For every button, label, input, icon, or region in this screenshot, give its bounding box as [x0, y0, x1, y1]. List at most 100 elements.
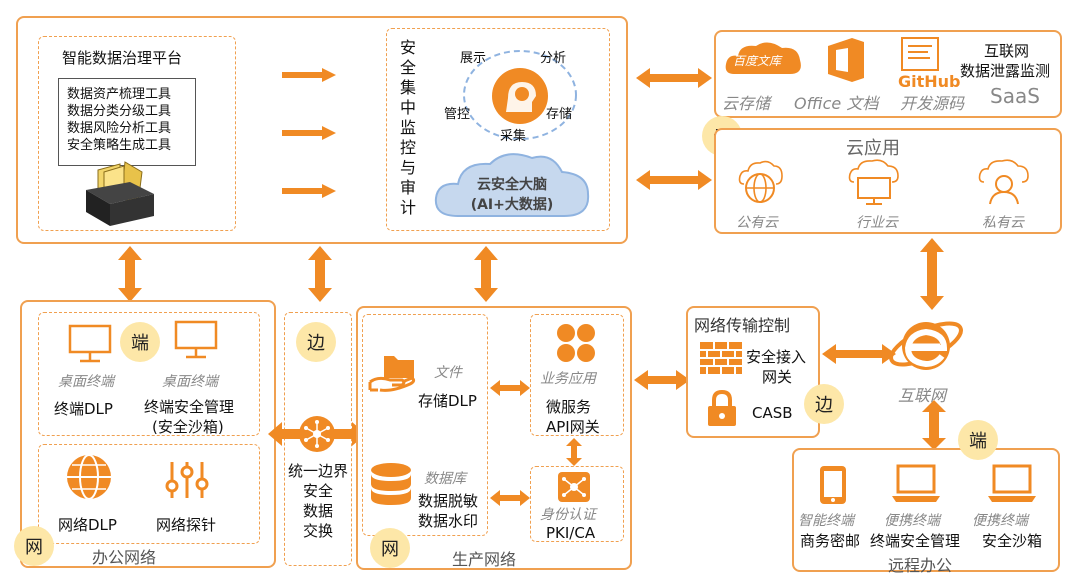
edge-line: 安全	[302, 482, 333, 500]
remote-device-name: 安全沙箱	[982, 532, 1043, 550]
github-doc-icon	[901, 37, 939, 71]
casb: CASB	[752, 404, 793, 422]
flow-arrow-vertical	[922, 400, 946, 450]
flow-arrow-right	[282, 126, 336, 140]
pki-ca: PKI/CA	[546, 524, 596, 542]
flow-arrow-vertical	[566, 438, 582, 466]
desktop-icon	[174, 320, 218, 359]
secure-access: 安全接入	[746, 348, 807, 366]
edge-line: 数据	[302, 502, 333, 520]
tool-item: 数据分类分级工具	[67, 104, 172, 119]
leak-monitor-line2: 数据泄露监测	[960, 62, 1051, 80]
flow-arrow-vertical	[118, 246, 142, 302]
endpoint-panel	[38, 312, 260, 436]
flow-arrow-right	[282, 184, 336, 198]
remote-endpoint-badge: 端	[958, 420, 998, 460]
saas-label: Office 文档	[794, 94, 879, 113]
tool-item: 数据风险分析工具	[67, 121, 172, 136]
endpoint-badge: 端	[120, 322, 160, 362]
monitor-icon	[848, 159, 899, 205]
tools-list	[58, 78, 196, 166]
remote-device-label: 智能终端	[798, 513, 854, 529]
database-icon	[371, 463, 411, 505]
file-label: 文件	[434, 365, 462, 381]
desktop-icon	[68, 324, 112, 363]
monitor-panel	[386, 28, 610, 231]
saas-label: 云存储	[722, 94, 771, 113]
edge-line: 交换	[302, 522, 333, 540]
apps-grid-icon	[557, 324, 595, 362]
baidu-wenku-text: 百度文库	[733, 54, 782, 68]
saas-label: 开发源码	[900, 94, 965, 113]
hub-icon	[268, 416, 366, 452]
flow-arrow-both	[636, 68, 712, 88]
biz-app-panel	[530, 314, 624, 436]
cycle-ring	[463, 50, 577, 140]
cycle-analyze: 分析	[540, 51, 567, 66]
cloud-app-label: 公有云	[736, 215, 778, 231]
remote-office-title: 远程办公	[888, 556, 953, 575]
flow-arrow-both	[490, 490, 530, 506]
desktop-label: 桌面终端	[162, 374, 218, 390]
transport-edge-badge: 边	[804, 384, 844, 424]
laptop-icon	[988, 464, 1036, 502]
microservice: 微服务	[546, 398, 592, 416]
brain-title: 云安全大脑	[477, 177, 547, 193]
baidu-wenku-logo	[725, 42, 801, 74]
cloud-apps-title: 云应用	[846, 138, 900, 159]
flow-arrow-right	[282, 68, 336, 82]
auth-label: 身份认证	[540, 507, 596, 523]
globe-icon	[738, 160, 783, 203]
platform-panel	[38, 36, 236, 231]
office-net-badge: 网	[14, 526, 54, 566]
laptop-icon	[892, 464, 940, 502]
cycle-store: 存储	[546, 107, 573, 122]
flow-arrow-vertical	[920, 238, 944, 310]
flow-arrow-both	[490, 380, 530, 396]
edge-line: 统一边界	[287, 462, 348, 480]
remote-device-label: 便携终端	[972, 513, 1028, 529]
network-probe: 网络探针	[156, 516, 217, 534]
firewall-icon	[700, 342, 742, 374]
cycle-display: 展示	[460, 51, 487, 66]
desktop-label: 桌面终端	[58, 374, 114, 390]
flow-arrow-vertical	[474, 246, 498, 302]
cloud-app-label: 私有云	[982, 215, 1024, 231]
cycle-collect: 采集	[500, 129, 527, 144]
storage-panel	[362, 314, 488, 536]
flow-arrow-vertical	[308, 246, 332, 302]
endpoint-dlp: 终端DLP	[54, 400, 113, 418]
leak-monitor-line1: 互联网	[984, 42, 1030, 60]
flow-arrow-both	[634, 370, 690, 390]
tool-item: 数据资产梳理工具	[67, 87, 172, 102]
github-text: GitHub	[898, 72, 961, 91]
flow-arrow-both	[822, 344, 896, 364]
tool-item: 安全策略生成工具	[67, 138, 172, 153]
folder-hand-icon	[368, 356, 416, 392]
brain-subtitle: (AI+大数据)	[470, 197, 554, 213]
network-tools-panel	[38, 444, 260, 544]
phone-icon	[820, 466, 846, 504]
production-net-badge: 网	[370, 528, 410, 568]
cloud-app-label: 行业云	[856, 215, 898, 231]
auth-panel	[530, 466, 624, 542]
remote-device-label: 便携终端	[884, 513, 940, 529]
cloud-brain-icon	[434, 153, 590, 217]
production-network-title: 生产网络	[452, 550, 517, 569]
auth-network-icon	[558, 472, 590, 502]
storage-dlp: 存储DLP	[418, 392, 477, 410]
internet-explorer-icon	[889, 321, 963, 370]
biz-app-label: 业务应用	[540, 371, 596, 387]
data-masking: 数据脱敏	[418, 492, 479, 510]
database-label: 数据库	[424, 471, 466, 487]
transport-title: 网络传输控制	[694, 316, 791, 335]
endpoint-security-mgmt: 终端安全管理	[144, 398, 235, 416]
office-icon	[828, 38, 864, 82]
platform-title: 智能数据治理平台	[62, 49, 183, 67]
remote-device-name: 终端安全管理	[870, 532, 961, 550]
network-dlp: 网络DLP	[58, 516, 117, 534]
api-gateway: API网关	[546, 418, 600, 436]
gateway: 网关	[762, 368, 793, 386]
safe-sandbox: (安全沙箱)	[152, 418, 224, 436]
globe-icon	[67, 454, 111, 500]
